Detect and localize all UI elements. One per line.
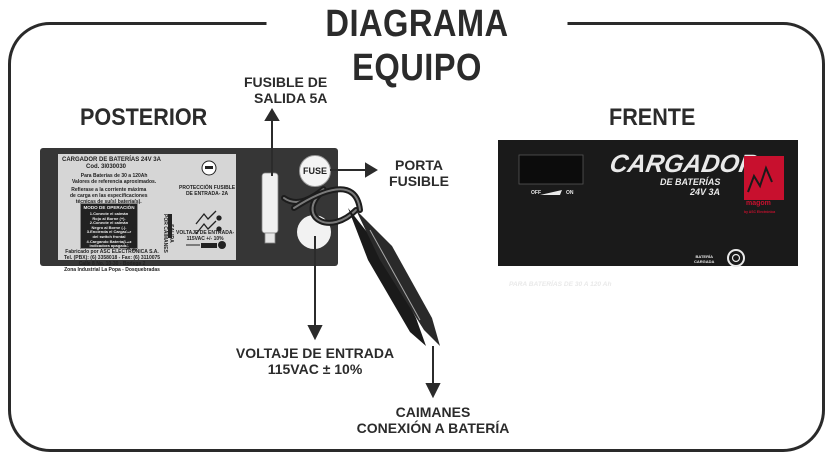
callout-line: PORTA — [395, 157, 443, 173]
callout-line: FUSIBLE — [389, 173, 449, 189]
operation-step: 2.Conecte el caimán — [89, 220, 129, 226]
sticker-line: de carga en las especificaciones — [70, 193, 148, 199]
callout-caimanes: CAIMANES CONEXIÓN A BATERÍA — [340, 404, 526, 436]
sticker-plug-icon — [186, 241, 226, 249]
sticker-protection: PROTECCIÓN FUSIBLE DE ENTRADA- 2A — [179, 185, 235, 197]
switch-on-label: ON — [566, 190, 574, 196]
battery-clamp-cables — [281, 186, 363, 226]
sticker-title: CARGADOR DE BATERÍAS 24V 3A — [62, 157, 161, 163]
operation-step: indicadora apagada) — [89, 243, 129, 249]
label-line: CARGADA — [694, 259, 715, 264]
callout-porta-fusible: PORTA FUSIBLE — [382, 157, 456, 189]
brand-subtitle: DE BATERÍAS — [660, 177, 721, 187]
sticker-line: Tel. (PBX): (6) 3358018 - Fax: (6) 31100… — [64, 255, 161, 261]
section-heading-frente: FRENTE — [609, 104, 696, 131]
sticker-code: Cod. 3I030030 — [86, 164, 127, 170]
operation-step: Rojo al Borne (+). — [92, 215, 126, 221]
operation-steps: 1.Conecte el caimán Rojo al Borne (+). 2… — [81, 211, 137, 249]
leader-porta-fusible — [330, 162, 378, 178]
sticker-usage: Para Baterías de 30 a 120Ah Valores de r… — [72, 173, 156, 185]
sticker-line: DE ENTRADA- 2A — [185, 191, 229, 197]
brand-spec: 24V 3A — [690, 187, 721, 197]
operation-step: 3.Encienda el Cargador — [86, 229, 132, 235]
sticker-line: 115VAC +/- 10% — [186, 236, 224, 242]
sticker-line: Fabricado por ASC ELECTRÓNICA S.A. — [65, 249, 159, 255]
callout-line: VOLTAJE DE ENTRADA — [235, 345, 395, 361]
battery-charged-label: BATERÍA CARGADA — [694, 254, 714, 264]
section-heading-posterior: POSTERIOR — [80, 104, 208, 131]
callout-line: CAIMANES — [395, 404, 471, 420]
sticker-clamp-icon — [195, 210, 222, 235]
sticker-maker: Fabricado por ASC ELECTRÓNICA S.A. Tel. … — [64, 249, 160, 273]
sticker-line: Zona Industrial La Popa - Dosquebradas — [64, 267, 160, 273]
operation-mode-title: MODO DE OPERACIÓN — [83, 205, 135, 210]
logo-icon — [744, 156, 784, 200]
sticker-line: VOLTAJE DE ENTRADA- — [176, 230, 235, 236]
callout-line: CONEXIÓN A BATERÍA — [356, 420, 510, 436]
callout-line: SALIDA 5A — [254, 90, 328, 106]
fuse-holder: FUSE — [299, 155, 331, 187]
sticker-fuse-icon — [201, 160, 217, 176]
sticker-line: Refierase a la corriente máxima — [71, 187, 147, 193]
sticker-line: Valores de referencia aproximados. — [72, 179, 157, 185]
switch-off-label: OFF — [531, 190, 541, 196]
leader-caimanes — [425, 346, 441, 399]
output-fuse-body — [261, 172, 279, 244]
operation-step: 4.Cargando Batería(Luz — [86, 238, 132, 244]
callout-line: FUSIBLE DE — [244, 74, 328, 90]
logo-subtext: by ASC Electrónica — [744, 210, 776, 214]
page-title: DIAGRAMA EQUIPO — [266, 2, 568, 89]
callout-line: 115VAC ± 10% — [267, 361, 363, 377]
callout-voltaje-entrada: VOLTAJE DE ENTRADA 115VAC ± 10% — [222, 345, 408, 377]
sticker-line: PROTECCIÓN FUSIBLE — [179, 185, 236, 191]
power-switch — [518, 154, 584, 195]
callout-fusible-salida: FUSIBLE DE SALIDA 5A — [244, 74, 354, 106]
sticker-input-voltage: VOLTAJE DE ENTRADA- 115VAC +/- 10% — [176, 230, 234, 242]
leader-fusible-salida — [264, 108, 280, 176]
operation-step: Negro al Borne (-). — [91, 224, 127, 230]
sticker-line: Para Baterías de 30 a 120Ah — [80, 173, 148, 179]
label-line: BATERÍA — [695, 254, 713, 259]
operation-step: 1.Conecte el caimán — [89, 211, 129, 216]
sticker-line: Calle 8 No. 10-30 - Bodega 2 — [78, 261, 146, 267]
sticker-note: Refierase a la corriente máxima de carga… — [70, 187, 148, 205]
battery-charged-indicator-icon — [727, 249, 745, 267]
leader-voltaje-entrada — [307, 236, 323, 341]
alligator-clamp-icon — [348, 208, 440, 346]
battery-range-text: PARA BATERÍAS DE 30 A 120 Ah — [509, 281, 612, 288]
operation-mode-box: MODO DE OPERACIÓN 1.Conecte el caimán Ro… — [80, 203, 138, 249]
sticker-output-fuse-icon — [168, 214, 172, 238]
operation-step: del switch frontal — [92, 233, 126, 239]
sticker-line: técnicas de su(s) batería(s). — [75, 199, 142, 205]
logo-text: magom — [746, 200, 771, 207]
